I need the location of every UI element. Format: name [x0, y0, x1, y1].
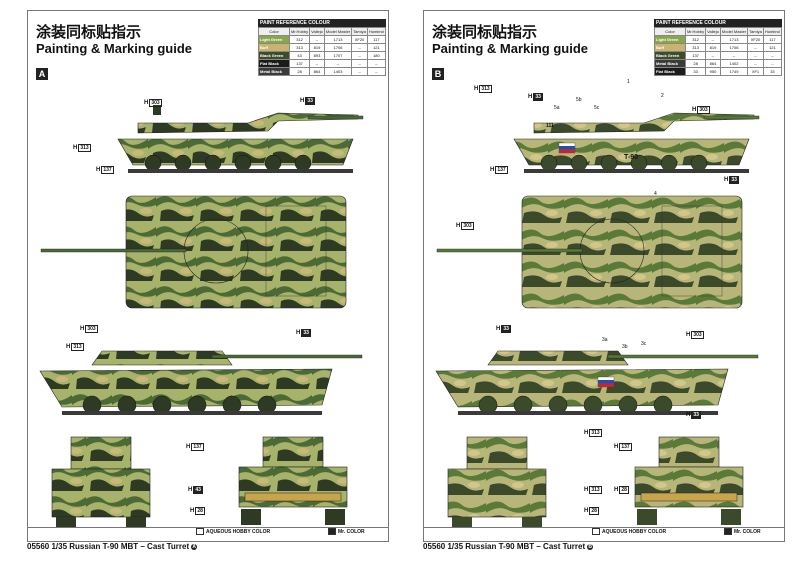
caption-page-a: 05560 1/35 Russian T-90 MBT – Cast Turre…: [27, 542, 198, 551]
col-humbrol: Humbrol: [762, 27, 783, 36]
table-row: Flat Black 137 -- -- -- --: [258, 59, 387, 68]
col-humbrol: Humbrol: [366, 27, 387, 36]
table-row: Flat Black 33 950 1749 XF1 33: [654, 67, 783, 76]
table-row: Black Green 43 893 1707 -- 180: [258, 51, 387, 60]
tank-top-view: [436, 195, 743, 309]
col-color: Color: [654, 27, 686, 36]
tank-front-view: [51, 436, 151, 527]
table-row: Metal Black 28 864 1402 -- --: [654, 59, 783, 68]
table-row: Light Green 312 -- 1713 XF20 117: [654, 35, 783, 44]
legend-mr-color: Mr. COLOR: [328, 528, 365, 535]
scheme-letter-badge: B: [432, 68, 444, 80]
col-mrhobby: Mr.Hobby: [288, 27, 311, 36]
col-tamiya: Tamiya: [747, 27, 764, 36]
title-chinese: 涂装同标贴指示: [432, 23, 538, 41]
footer-divider: [28, 527, 388, 528]
tank-rear-view: [238, 436, 348, 525]
caption-page-b: 05560 1/35 Russian T-90 MBT – Cast Turre…: [423, 542, 594, 551]
paint-reference-table: PAINT REFERENCE COLOUR Color Mr.Hobby Va…: [654, 19, 783, 76]
tank-front-view: [447, 436, 547, 527]
col-modelmaster: Model Master: [323, 27, 353, 36]
table-row: Light Green 312 -- 1713 XF20 117: [258, 35, 387, 44]
legend-mr-color: Mr. COLOR: [724, 528, 761, 535]
title-english: Painting & Marking guide: [36, 41, 193, 56]
col-modelmaster: Model Master: [719, 27, 749, 36]
legend-aqueous: AQUEOUS HOBBY COLOR: [592, 528, 666, 535]
hull-text: T-90: [624, 154, 639, 161]
table-row: Black Green 137 -- -- -- --: [654, 51, 783, 60]
scheme-a-badge: A: [191, 543, 198, 550]
marking-number: 5a: [554, 105, 560, 111]
instruction-page-b: 涂装同标贴指示 Painting & Marking guide B PAINT…: [423, 10, 785, 542]
col-vallejo: Vallejo: [309, 27, 325, 36]
marking-number: 2: [661, 93, 664, 99]
marking-number: 4: [654, 191, 657, 197]
tank-side-view-left: [39, 350, 363, 415]
tank-side-view-right: [117, 105, 364, 173]
scheme-letter-badge: A: [36, 68, 48, 80]
footer-divider: [424, 527, 784, 528]
title-chinese: 涂装同标贴指示: [36, 23, 142, 41]
marking-number: 3c: [641, 341, 647, 347]
paint-reference-table: PAINT REFERENCE COLOUR Color Mr.Hobby Va…: [258, 19, 387, 76]
legend-aqueous: AQUEOUS HOBBY COLOR: [196, 528, 270, 535]
marking-number: 5c: [594, 105, 600, 111]
col-mrhobby: Mr.Hobby: [684, 27, 707, 36]
marking-number: 5b: [576, 97, 582, 103]
scheme-b-badge: B: [587, 543, 594, 550]
tank-top-view: [40, 195, 347, 309]
table-row: Metal Black 28 864 1403 -- --: [258, 67, 387, 76]
col-color: Color: [258, 27, 290, 36]
table-header: PAINT REFERENCE COLOUR: [258, 19, 386, 27]
marking-number: 3b: [622, 344, 628, 350]
table-row: Buff 313 819 1706 -- 121: [258, 43, 387, 52]
tank-side-view-left: [435, 350, 759, 415]
marking-number: 1: [627, 79, 630, 85]
table-row: Buff 313 819 1706 -- 121: [654, 43, 783, 52]
turret-number: 111: [546, 123, 554, 129]
table-header: PAINT REFERENCE COLOUR: [654, 19, 782, 27]
tank-side-view-right: [513, 112, 760, 173]
instruction-page-a: 涂装同标贴指示 Painting & Marking guide A PAINT…: [27, 10, 389, 542]
marking-number: 3a: [602, 337, 608, 343]
title-english: Painting & Marking guide: [432, 41, 589, 56]
tank-rear-view: [634, 436, 744, 525]
col-vallejo: Vallejo: [705, 27, 721, 36]
col-tamiya: Tamiya: [351, 27, 368, 36]
